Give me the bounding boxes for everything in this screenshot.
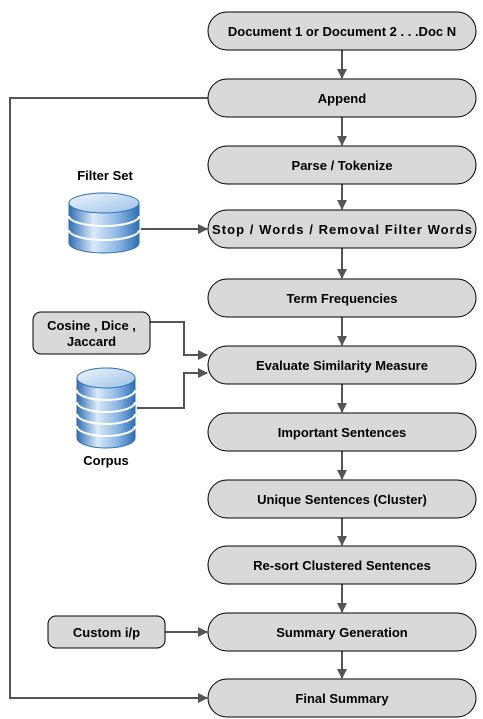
step-label: Term Frequencies: [286, 291, 397, 306]
step-stop-words-removal-filter-words: Stop / Words / Removal Filter Words: [207, 209, 477, 249]
step-unique-sentences-cluster: Unique Sentences (Cluster): [207, 479, 477, 519]
filter-set-label: Filter Set: [77, 168, 133, 183]
step-parse-tokenize: Parse / Tokenize: [207, 145, 477, 185]
similarity-methods-line2: Jaccard: [67, 334, 116, 349]
database-icon: [68, 192, 140, 254]
step-box: [207, 545, 477, 585]
step-final-summary: Final Summary: [207, 678, 477, 718]
corpus-arrow: [137, 368, 208, 409]
step-box: [207, 278, 477, 318]
step-important-sentences: Important Sentences: [207, 412, 477, 452]
step-box: [207, 345, 477, 385]
step-summary-generation: Summary Generation: [207, 612, 477, 652]
step-label: Document 1 or Document 2 . . .Doc N: [228, 24, 456, 39]
process-steps: Document 1 or Document 2 . . .Doc N Appen…: [207, 11, 477, 718]
step-box: [207, 78, 477, 118]
step-label: Final Summary: [295, 691, 389, 706]
custom-input-box: Custom i/p: [47, 615, 166, 649]
corpus-label: Corpus: [83, 453, 129, 468]
step-document-1-or-document-2-doc-n: Document 1 or Document 2 . . .Doc N: [207, 11, 477, 51]
step-box: [207, 145, 477, 185]
similarity-methods-box: Cosine , Dice , Jaccard: [32, 311, 151, 355]
step-re-sort-clustered-sentences: Re-sort Clustered Sentences: [207, 545, 477, 585]
step-box: [207, 412, 477, 452]
filter-set-group: Filter Set: [68, 168, 140, 254]
step-label: Unique Sentences (Cluster): [257, 492, 427, 507]
step-box: [207, 612, 477, 652]
step-box: [207, 678, 477, 718]
similarity-methods-line1: Cosine , Dice ,: [47, 318, 136, 333]
step-label: Important Sentences: [278, 425, 407, 440]
step-box: [207, 209, 477, 249]
step-label: Evaluate Similarity Measure: [256, 358, 428, 373]
step-box: [207, 479, 477, 519]
step-evaluate-similarity-measure: Evaluate Similarity Measure: [207, 345, 477, 385]
custom-input-label: Custom i/p: [73, 625, 140, 640]
step-label: Append: [318, 91, 366, 106]
step-term-frequencies: Term Frequencies: [207, 278, 477, 318]
step-append: Append: [207, 78, 477, 118]
corpus-group: Corpus: [76, 367, 136, 468]
step-box: [207, 11, 477, 51]
step-label: Summary Generation: [276, 625, 408, 640]
step-label: Stop / Words / Removal Filter Words: [212, 222, 472, 237]
database-icon: [76, 367, 136, 449]
step-label: Parse / Tokenize: [292, 158, 393, 173]
similarity-methods-arrow: [150, 321, 208, 360]
connector-arrows: [9, 50, 347, 703]
append-to-final-arrow: [9, 97, 208, 703]
step-label: Re-sort Clustered Sentences: [253, 558, 431, 573]
